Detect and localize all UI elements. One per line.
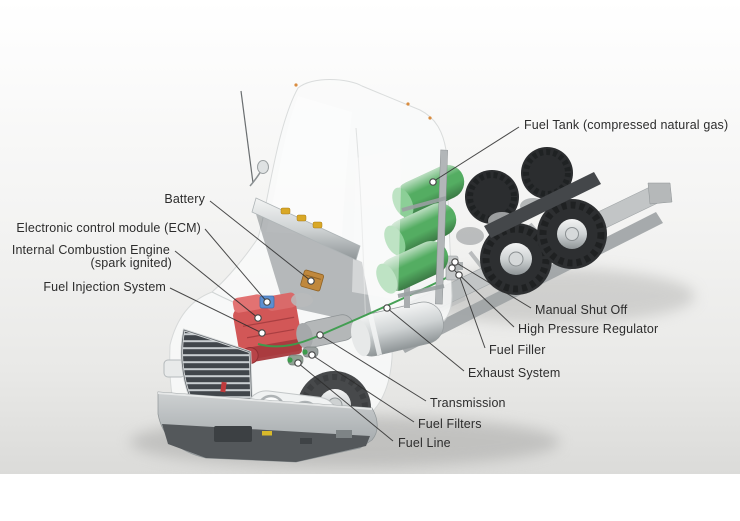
chassis-rear-end bbox=[647, 182, 673, 205]
leader-line-fuel-filters bbox=[311, 354, 415, 423]
bottom-margin bbox=[0, 474, 740, 521]
label-fuel-line: Fuel Line bbox=[398, 436, 451, 450]
label-internal-combustion-engine: Internal Combustion Engine bbox=[11, 243, 170, 257]
label-exhaust-system: Exhaust System bbox=[468, 366, 561, 380]
antenna bbox=[240, 90, 254, 184]
front-fascia bbox=[157, 328, 378, 463]
rear-fender bbox=[484, 172, 601, 238]
grille-badge bbox=[220, 381, 227, 393]
callout-dot-fuel-injection-system bbox=[258, 329, 266, 337]
label-fuel-tank: Fuel Tank (compressed natural gas) bbox=[524, 118, 729, 132]
leader-line-manual-shut-off bbox=[454, 261, 532, 309]
leader-line-fuel-filler bbox=[458, 274, 486, 349]
rack-post-rear bbox=[435, 149, 448, 305]
leader-line-exhaust-system bbox=[386, 307, 465, 372]
callout-dot-fuel-filler bbox=[455, 271, 463, 279]
callout-dot-internal-combustion-engine bbox=[254, 314, 262, 322]
label-transmission: Transmission bbox=[430, 396, 506, 410]
callout-dot-fuel-tank bbox=[429, 178, 437, 186]
cab-marker-light bbox=[280, 207, 291, 215]
callout-dot-ecm bbox=[263, 298, 271, 306]
cab-marker-light bbox=[312, 221, 323, 229]
label-fuel-filters: Fuel Filters bbox=[418, 417, 482, 431]
exhaust-muffler bbox=[350, 301, 444, 357]
label-fuel-filler: Fuel Filler bbox=[489, 343, 546, 357]
label-high-pressure-regulator: High Pressure Regulator bbox=[518, 322, 659, 336]
side-mirror bbox=[257, 160, 269, 174]
callout-dot-battery bbox=[307, 277, 315, 285]
license-recess bbox=[214, 426, 252, 442]
label-battery: Battery bbox=[164, 192, 205, 206]
leader-line-fuel-line bbox=[297, 362, 394, 442]
callout-dot-high-pressure-regulator bbox=[448, 264, 456, 272]
leader-line-ecm bbox=[204, 228, 268, 303]
callout-dot-fuel-filters bbox=[308, 351, 316, 359]
callout-dot-exhaust-system bbox=[383, 304, 391, 312]
leader-line-internal-combustion-engine bbox=[174, 250, 259, 319]
rear-wheels-far-side bbox=[465, 147, 573, 224]
cng-tank-rack bbox=[352, 148, 465, 308]
callout-dot-fuel-line bbox=[294, 359, 302, 367]
leader-line-high-pressure-regulator bbox=[451, 267, 515, 328]
leader-line-transmission bbox=[319, 334, 427, 402]
bumper-marker-light bbox=[262, 431, 272, 436]
callout-dot-manual-shut-off bbox=[451, 258, 459, 266]
cab-details bbox=[240, 83, 432, 261]
label-fuel-injection-system: Fuel Injection System bbox=[43, 280, 166, 294]
rear-wheels-near-side bbox=[480, 172, 607, 295]
label-spark-ignited: (spark ignited) bbox=[90, 256, 172, 270]
leader-line-battery bbox=[209, 200, 312, 282]
engine-valve-cover-left bbox=[232, 294, 264, 313]
label-manual-shut-off: Manual Shut Off bbox=[535, 303, 628, 317]
callout-dots bbox=[254, 178, 463, 367]
leader-line-fuel-tank bbox=[433, 126, 520, 182]
label-ecm: Electronic control module (ECM) bbox=[16, 221, 201, 235]
leader-line-fuel-injection-system bbox=[169, 287, 263, 334]
callout-dot-transmission bbox=[316, 331, 324, 339]
cab-marker-light bbox=[296, 214, 307, 222]
leader-lines bbox=[169, 126, 532, 442]
windshield bbox=[266, 96, 352, 236]
door-seam bbox=[355, 127, 367, 331]
windshield-visor bbox=[251, 197, 361, 261]
